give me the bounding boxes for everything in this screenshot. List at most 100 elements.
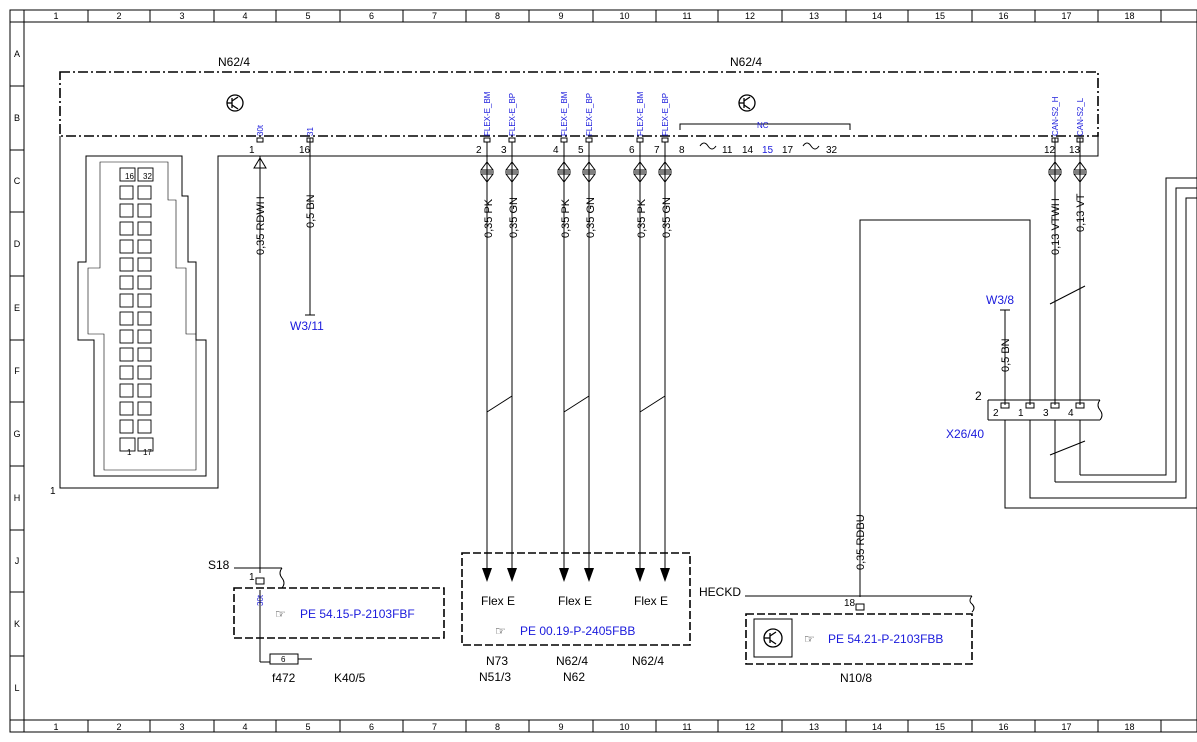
column-label: 8 [495,722,500,732]
arrow-icon [633,161,647,171]
twist-mark [639,395,666,413]
can-wires [859,138,1197,597]
nc-pin-11: 11 [722,145,733,156]
connector-housing [59,136,1099,489]
ref-s18: S18 [208,558,230,572]
wire-label-5: 0,35 GN [585,197,597,238]
column-label: 17 [1061,11,1071,21]
ref-n10-8: N10/8 [840,671,872,685]
connector-cell [119,203,134,218]
arrow-icon [635,568,645,582]
arrow-icon [480,161,494,171]
ref-n62-4-a: N62/4 [556,654,588,668]
pe-ref-2: PE 00.19-P-2405FBB [520,624,635,638]
column-label: 17 [1061,722,1071,732]
ref-x26-40: X26/40 [946,427,984,441]
connector-cell [137,311,152,326]
connector-cell [137,437,154,452]
x26-label-2: 2 [975,389,982,403]
connector-pin-1: 1 [127,448,132,457]
column-label: 15 [935,11,945,21]
row-label: K [14,619,20,629]
transistor-icon [763,628,783,648]
column-label: 14 [872,11,882,21]
connector-corner-label: 1 [50,486,56,497]
nc-pin-32: 32 [826,145,838,156]
arrow-icon [559,568,569,582]
row-label: L [14,683,19,693]
ref-heckd: HECKD [699,585,741,599]
column-label: 1 [53,11,58,21]
nc-pin-17: 17 [782,145,794,156]
column-label: 8 [495,11,500,21]
arrow-icon [480,173,494,183]
arrow-icon [582,173,596,183]
connector-cell [137,257,152,272]
nc-pin-14: 14 [742,145,754,156]
s18-pin-num: 1 [249,572,255,583]
module-pin-signal: FLEX-E_BP [661,93,670,136]
x26-pin-3: 3 [1043,408,1049,419]
column-label: 16 [998,11,1008,21]
pe-box-2 [461,552,691,646]
module-pin-signal: 31 [306,127,315,136]
module-pin-number: 12 [1044,145,1056,156]
module-pin [661,137,669,143]
fuse-num: 6 [281,655,286,664]
column-labels: 1122334455667788991010111112121313141415… [53,11,1134,732]
s18-pin [255,577,265,585]
module-pin-signal: FLEX-E_BP [585,93,594,136]
module-box [59,71,1099,137]
module-pin-number: 4 [553,145,559,156]
ref-w3-11: W3/11 [290,319,324,333]
module-pin-number: 16 [299,145,311,156]
module-pin-signal: FLEX-E_BM [636,91,645,136]
ref-f472: f472 [272,671,296,685]
connector-cell [137,383,152,398]
pe-box-3 [745,613,973,665]
row-label: D [14,239,21,249]
connector-cell [119,293,134,308]
connector-cell [137,293,152,308]
connector-cell [137,203,152,218]
module-pin [483,137,491,143]
connector-cell [119,167,136,182]
row-label: E [14,303,20,313]
row-label: J [15,556,20,566]
ref-n51-3: N51/3 [479,670,511,684]
connector-cell [119,401,134,416]
column-label: 9 [558,722,563,732]
module-label-left: N62/4 [218,55,250,69]
module-pins: 30t13116FLEX-E_BM2FLEX-E_BP3FLEX-E_BM4FL… [249,91,1085,156]
ref-w3-8: W3/8 [986,293,1014,307]
connector-pin-17: 17 [143,448,152,457]
wire-label-7: 0,35 GN [661,197,673,238]
wire-label-6: 0,35 PK [636,198,648,238]
arrow-icon [1048,161,1062,171]
nc-pin-15: 15 [762,145,774,156]
column-label: 11 [682,11,691,21]
nc-pin-8: 8 [679,145,685,156]
module-pin [256,137,264,143]
connector-drawing [77,155,207,477]
row-label: F [14,366,20,376]
connector-cell [137,167,154,182]
module-pin [560,137,568,143]
column-label: 13 [809,11,819,21]
module-pin-signal: FLEX-E_BP [508,93,517,136]
column-label: 4 [242,722,247,732]
column-label: 15 [935,722,945,732]
column-label: 10 [619,722,629,732]
arrow-icon [1073,173,1087,183]
connector-cell [137,419,152,434]
column-label: 5 [305,11,310,21]
x26-pin-4: 4 [1068,408,1074,419]
nc-jumper [802,142,820,150]
ref-n62-4-b: N62/4 [632,654,664,668]
arrow-icon [658,173,672,183]
wire-1 [253,156,267,573]
module-pin [636,137,644,143]
wire-label-12: 0,13 VTWH [1050,198,1062,255]
module-pin-number: 3 [501,145,507,156]
ref-n62: N62 [563,670,585,684]
